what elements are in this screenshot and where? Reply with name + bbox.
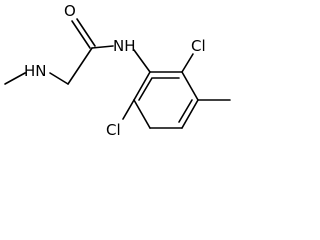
bond-methyl-amine [4, 72, 26, 85]
bond-amine-methylene [49, 72, 69, 85]
ring-bond-2-3 [181, 71, 199, 101]
ring-double-bond-3 [138, 77, 153, 101]
oxygen-label: O [64, 2, 76, 20]
bond-methylene-carbonyl [67, 47, 93, 85]
ring-bond-3-4 [181, 99, 199, 129]
bond-carbonyl-amide [91, 45, 114, 49]
ring-bond-5-6 [133, 99, 151, 129]
bond-amide-ring [133, 49, 151, 73]
chlorine-top-label: Cl [191, 37, 206, 55]
bond-carbonyl-oxygen-a [71, 20, 91, 49]
chlorine-bottom-label: Cl [106, 121, 121, 139]
chemical-structure-diagram: O NH HN Cl Cl [4, 2, 231, 139]
amide-nitrogen-label: NH [113, 37, 136, 55]
ring-double-bond-2 [178, 99, 193, 123]
bond-carbonyl-oxygen-b [76, 18, 96, 47]
atom-label-group: O NH HN Cl Cl [24, 2, 206, 139]
amine-nitrogen-label: HN [24, 62, 47, 80]
bond-group [4, 18, 231, 129]
bond-ring-chlorine-top [181, 53, 194, 73]
bond-ring-chlorine-bottom [122, 99, 135, 120]
ring-bond-6-1 [133, 71, 151, 101]
